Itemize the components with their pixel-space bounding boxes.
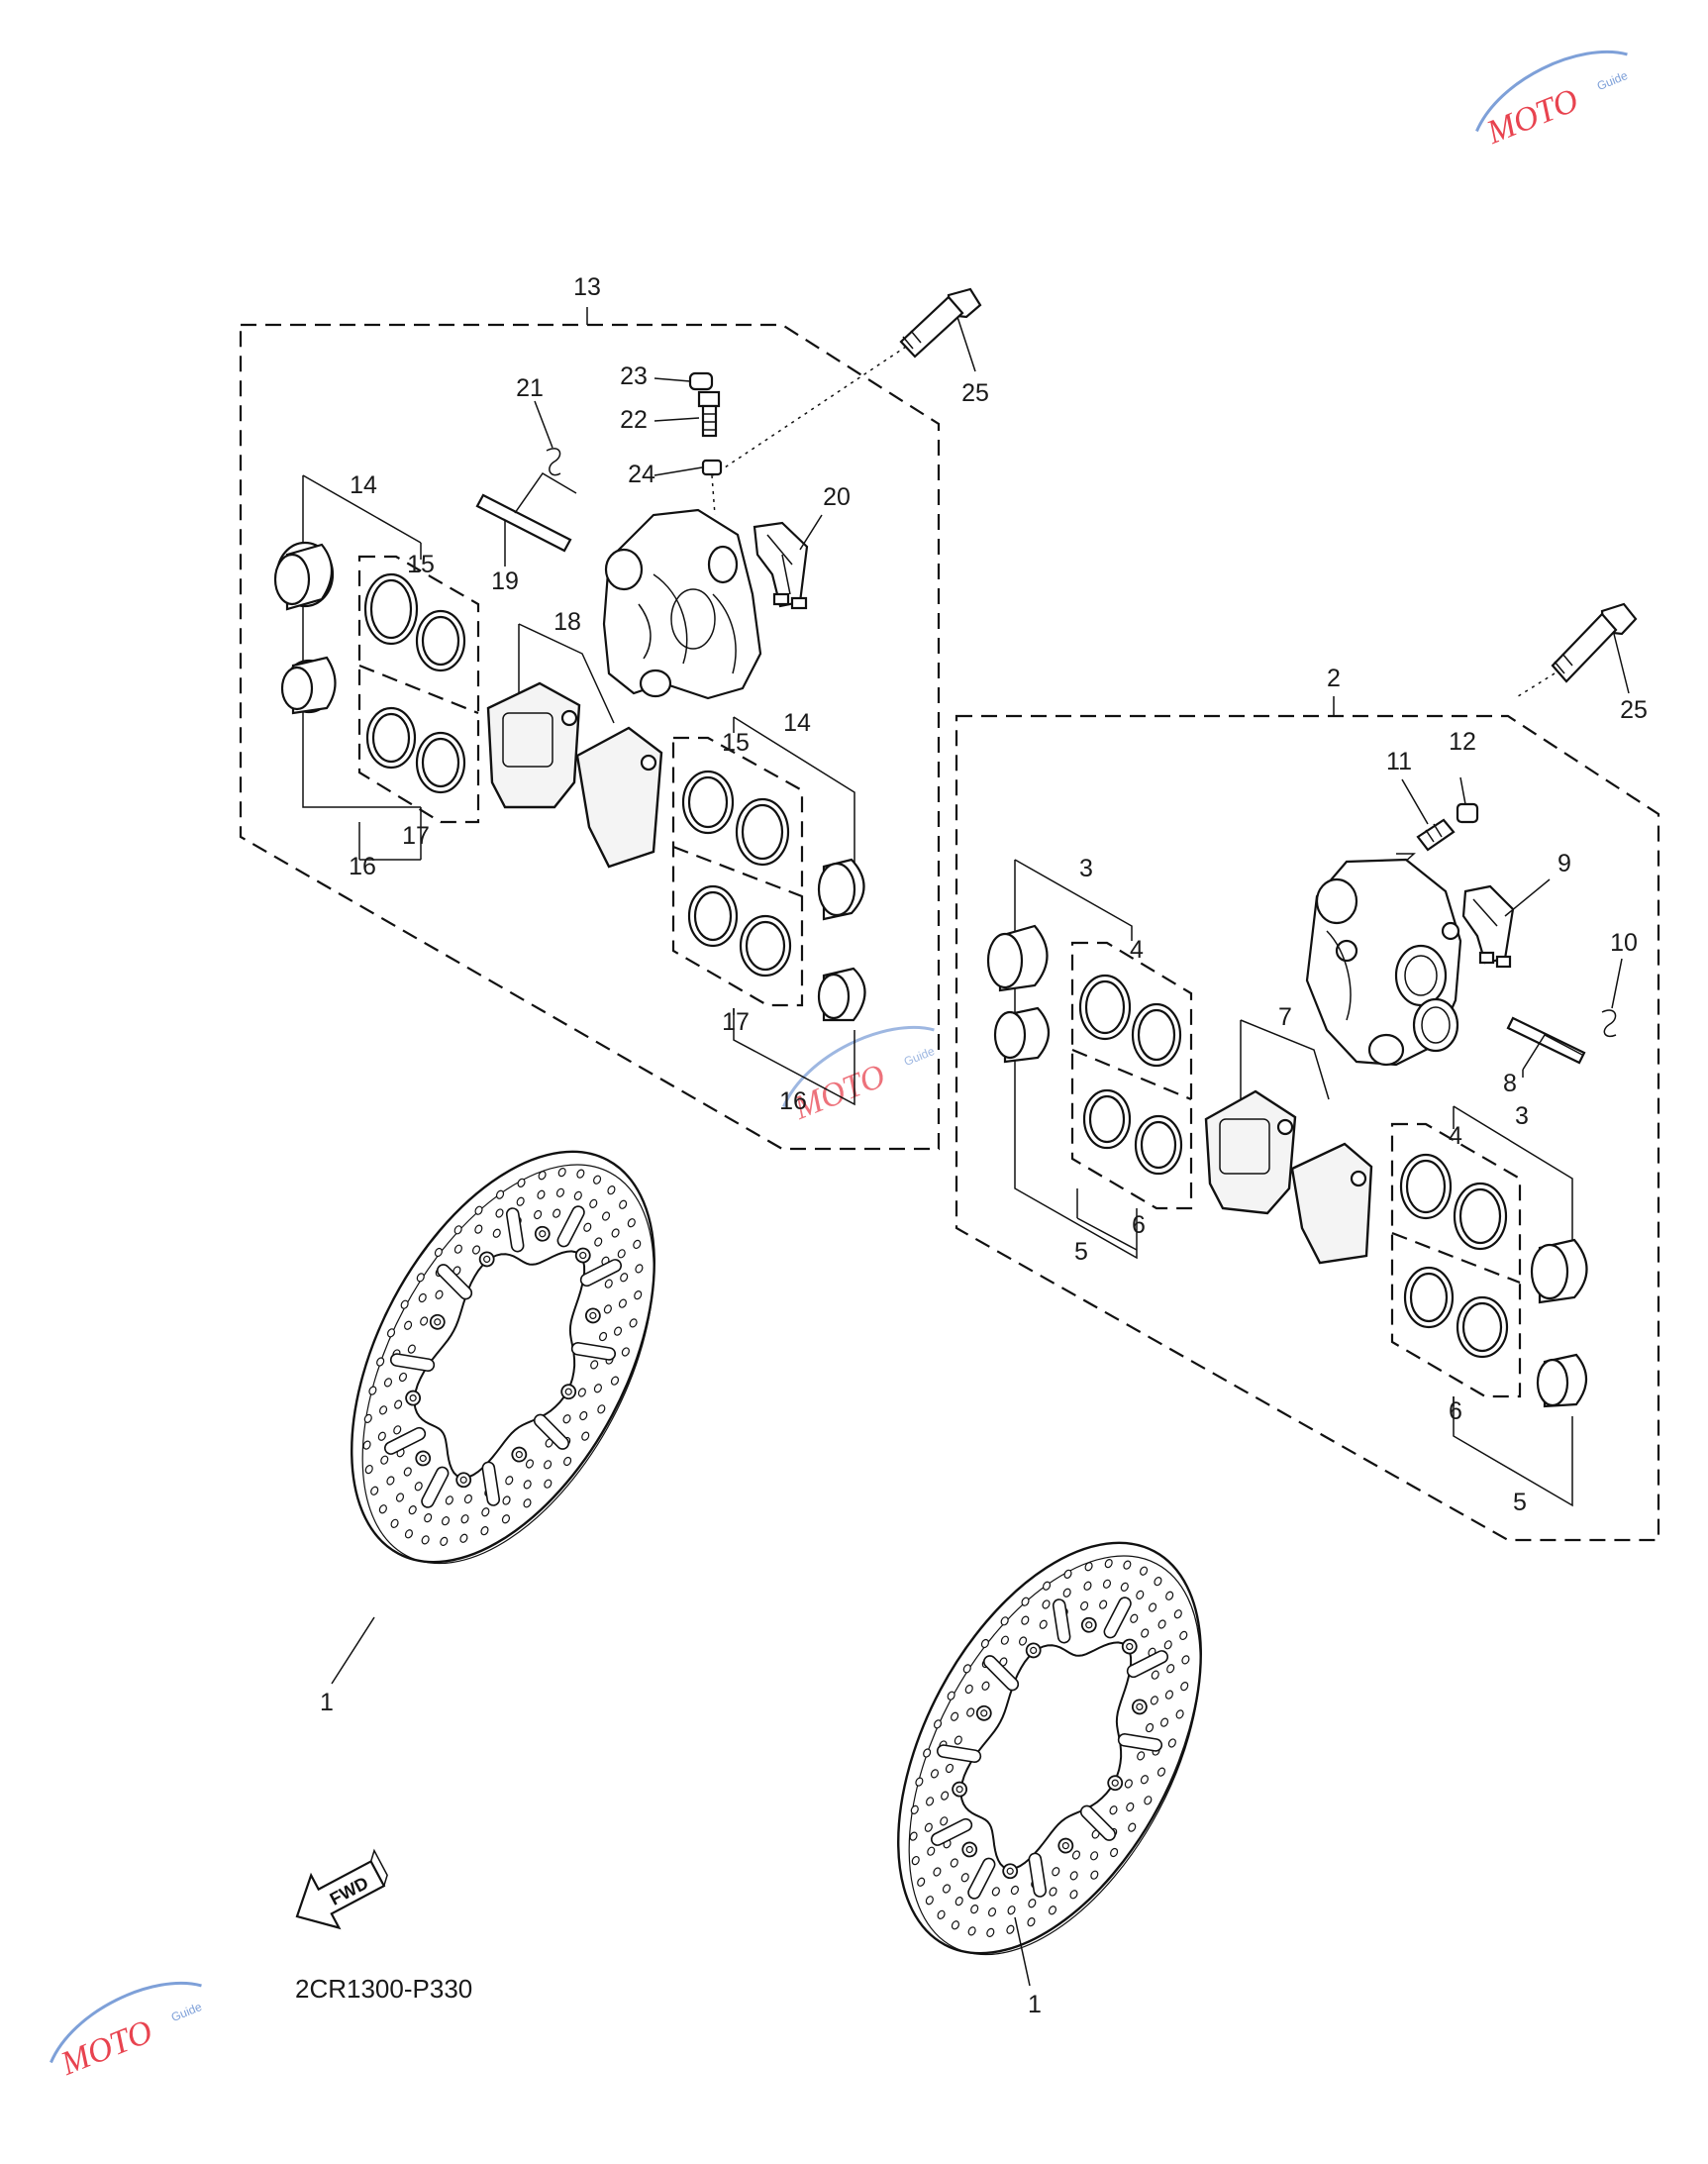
pad-spring-20 [753,521,809,610]
piston-14-left [273,541,335,611]
bleed-screw-22 [697,390,721,438]
callout-10: 10 [1610,929,1638,957]
seal-4-right-inner [1399,1153,1508,1251]
diagram-code: 2CR1300-P330 [295,1974,472,2004]
watermark-text: MOTO [1481,82,1584,153]
fwd-arrow-icon: FWD [295,1848,388,1930]
callout-16-left: 16 [349,853,376,880]
piston-5-right [1536,1353,1588,1408]
callout-20: 20 [823,483,851,511]
pin-8 [1506,1016,1586,1065]
piston-3-left [986,924,1049,992]
brake-disc-1-right [897,1541,1202,1956]
callout-4-right: 4 [1449,1122,1462,1150]
piston-3-right [1530,1238,1588,1304]
callout-14-left: 14 [350,471,377,499]
callout-1-left: 1 [320,1689,334,1716]
callout-17-left: 17 [402,822,430,850]
callout-18: 18 [553,608,581,636]
bolt-25-left [899,287,982,359]
brake-disc-1-left [351,1150,655,1565]
callout-25-left: 25 [961,379,989,407]
brake-pad-7-right-a [1204,1089,1297,1215]
piston-16-left [280,656,337,715]
callout-24: 24 [628,461,655,488]
callout-1-right: 1 [1028,1991,1042,2018]
seal-17-left-outer [365,706,466,794]
callout-13: 13 [573,273,601,301]
brake-pad-7-right-b [1290,1142,1373,1265]
callout-16-left-b: 16 [779,1087,807,1115]
seal-6-right-inner [1403,1266,1509,1359]
cap-12 [1456,802,1479,824]
callout-5-left: 5 [1074,1238,1088,1266]
callout-15-left: 15 [407,551,435,578]
seal-4-right-outer [1078,974,1182,1068]
callout-6-right: 6 [1449,1397,1462,1425]
callout-3-right: 3 [1515,1102,1529,1130]
watermark-logo-top-right: MOTO Guide [1475,50,1630,153]
piston-14-right-of-left [817,858,865,921]
brake-pad-18-left-a [486,681,581,809]
callout-19: 19 [491,567,519,595]
right-assembly-boundary [954,714,1660,1542]
callout-7: 7 [1278,1003,1292,1031]
callout-25-right: 25 [1620,696,1648,724]
seal-15-left-outer [363,572,466,672]
callout-21: 21 [516,374,544,402]
piston-5-left [993,1006,1051,1064]
callout-4-left: 4 [1130,936,1144,964]
seal-24 [701,459,723,476]
callout-23: 23 [620,362,648,390]
callout-2: 2 [1327,665,1341,692]
cap-23 [688,371,714,391]
callout-22: 22 [620,406,648,434]
pad-spring-9 [1461,884,1515,969]
piston-16-right-of-left [817,967,866,1022]
pin-19 [475,493,572,553]
callout-8: 8 [1503,1070,1517,1097]
callout-9: 9 [1557,850,1571,877]
watermark-sub: Guide [169,2000,204,2024]
seal-17-left-inner [687,884,792,978]
bolt-25-right [1551,602,1638,683]
callout-6-left: 6 [1132,1211,1146,1239]
callout-17-left-b: 17 [722,1008,750,1036]
seal-6-right-outer [1082,1088,1183,1176]
watermark-logo-bottom-left: MOTO Guide [50,1981,204,2084]
callout-11: 11 [1386,748,1412,775]
bleed-screw-11 [1416,818,1456,852]
callout-12: 12 [1449,728,1476,756]
seal-15-left-inner [681,770,790,867]
watermark-sub: Guide [1595,68,1630,93]
callout-5-right: 5 [1513,1489,1527,1516]
left-assembly-boundary [239,323,941,1151]
brake-pad-18-left-b [575,726,663,869]
caliper-body-right [1305,858,1462,1067]
caliper-body-left [602,508,762,700]
callout-3-left: 3 [1079,855,1093,882]
callout-14-left-b: 14 [783,709,811,737]
watermark-sub: Guide [902,1044,937,1069]
watermark-text: MOTO [55,2013,158,2084]
callout-15-left-b: 15 [722,729,750,757]
